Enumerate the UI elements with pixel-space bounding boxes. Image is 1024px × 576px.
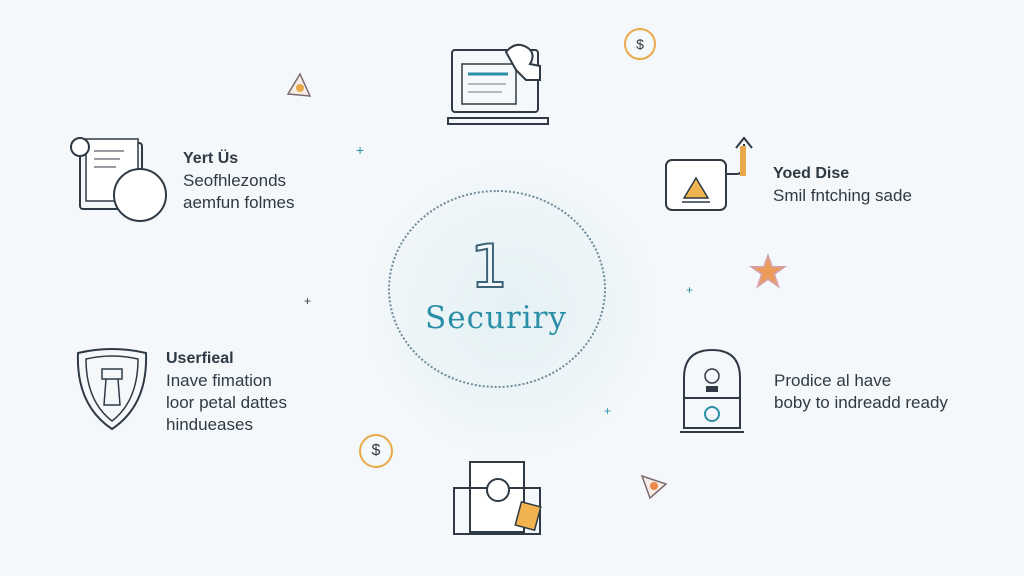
feature-line: Inave fimation: [166, 371, 272, 390]
center-number: 1: [469, 231, 509, 303]
feature-line: boby to indreadd ready: [774, 393, 948, 412]
feature-block-3: Yoed Dise Smil fntching sade: [773, 163, 912, 207]
feature-line: loor petal dattes: [166, 393, 287, 412]
triangle-sparkle-icon: [640, 474, 668, 500]
sparkle-icon: +: [356, 142, 365, 158]
triangle-sparkle-icon: [286, 72, 312, 97]
sparkle-icon: +: [304, 294, 312, 308]
dollar-coin-icon: $: [624, 28, 656, 60]
feature-block-4: Prodice al have boby to indreadd ready: [774, 370, 948, 414]
safe-lock-icon: [453, 461, 542, 535]
feature-line: Prodice al have: [774, 371, 892, 390]
dollar-coin-icon: $: [359, 434, 393, 468]
center-dotted-ring: [388, 190, 606, 388]
feature-line: hindueases: [166, 415, 253, 434]
smart-device-icon: [680, 348, 744, 433]
warning-monitor-icon: [665, 136, 753, 211]
sparkle-icon: +: [686, 283, 694, 297]
star-icon: [748, 253, 788, 289]
sparkle-icon: +: [604, 404, 612, 418]
shield-icon: [76, 348, 148, 431]
feature-title: Yert Üs: [183, 150, 239, 167]
clipboard-magnifier-icon: [70, 137, 167, 222]
laptop-icon: [447, 43, 549, 125]
feature-line: aemfun folmes: [183, 193, 295, 212]
feature-block-2: Userfieal Inave fimation loor petal datt…: [166, 348, 287, 436]
feature-line: Smil fntching sade: [773, 186, 912, 205]
center-title: Securiry: [425, 300, 567, 336]
feature-title: Yoed Dise: [773, 165, 850, 182]
feature-title: Userfieal: [166, 350, 234, 367]
feature-block-1: Yert Üs Seofhlezonds aemfun folmes: [183, 148, 295, 214]
feature-line: Seofhlezonds: [183, 171, 287, 190]
